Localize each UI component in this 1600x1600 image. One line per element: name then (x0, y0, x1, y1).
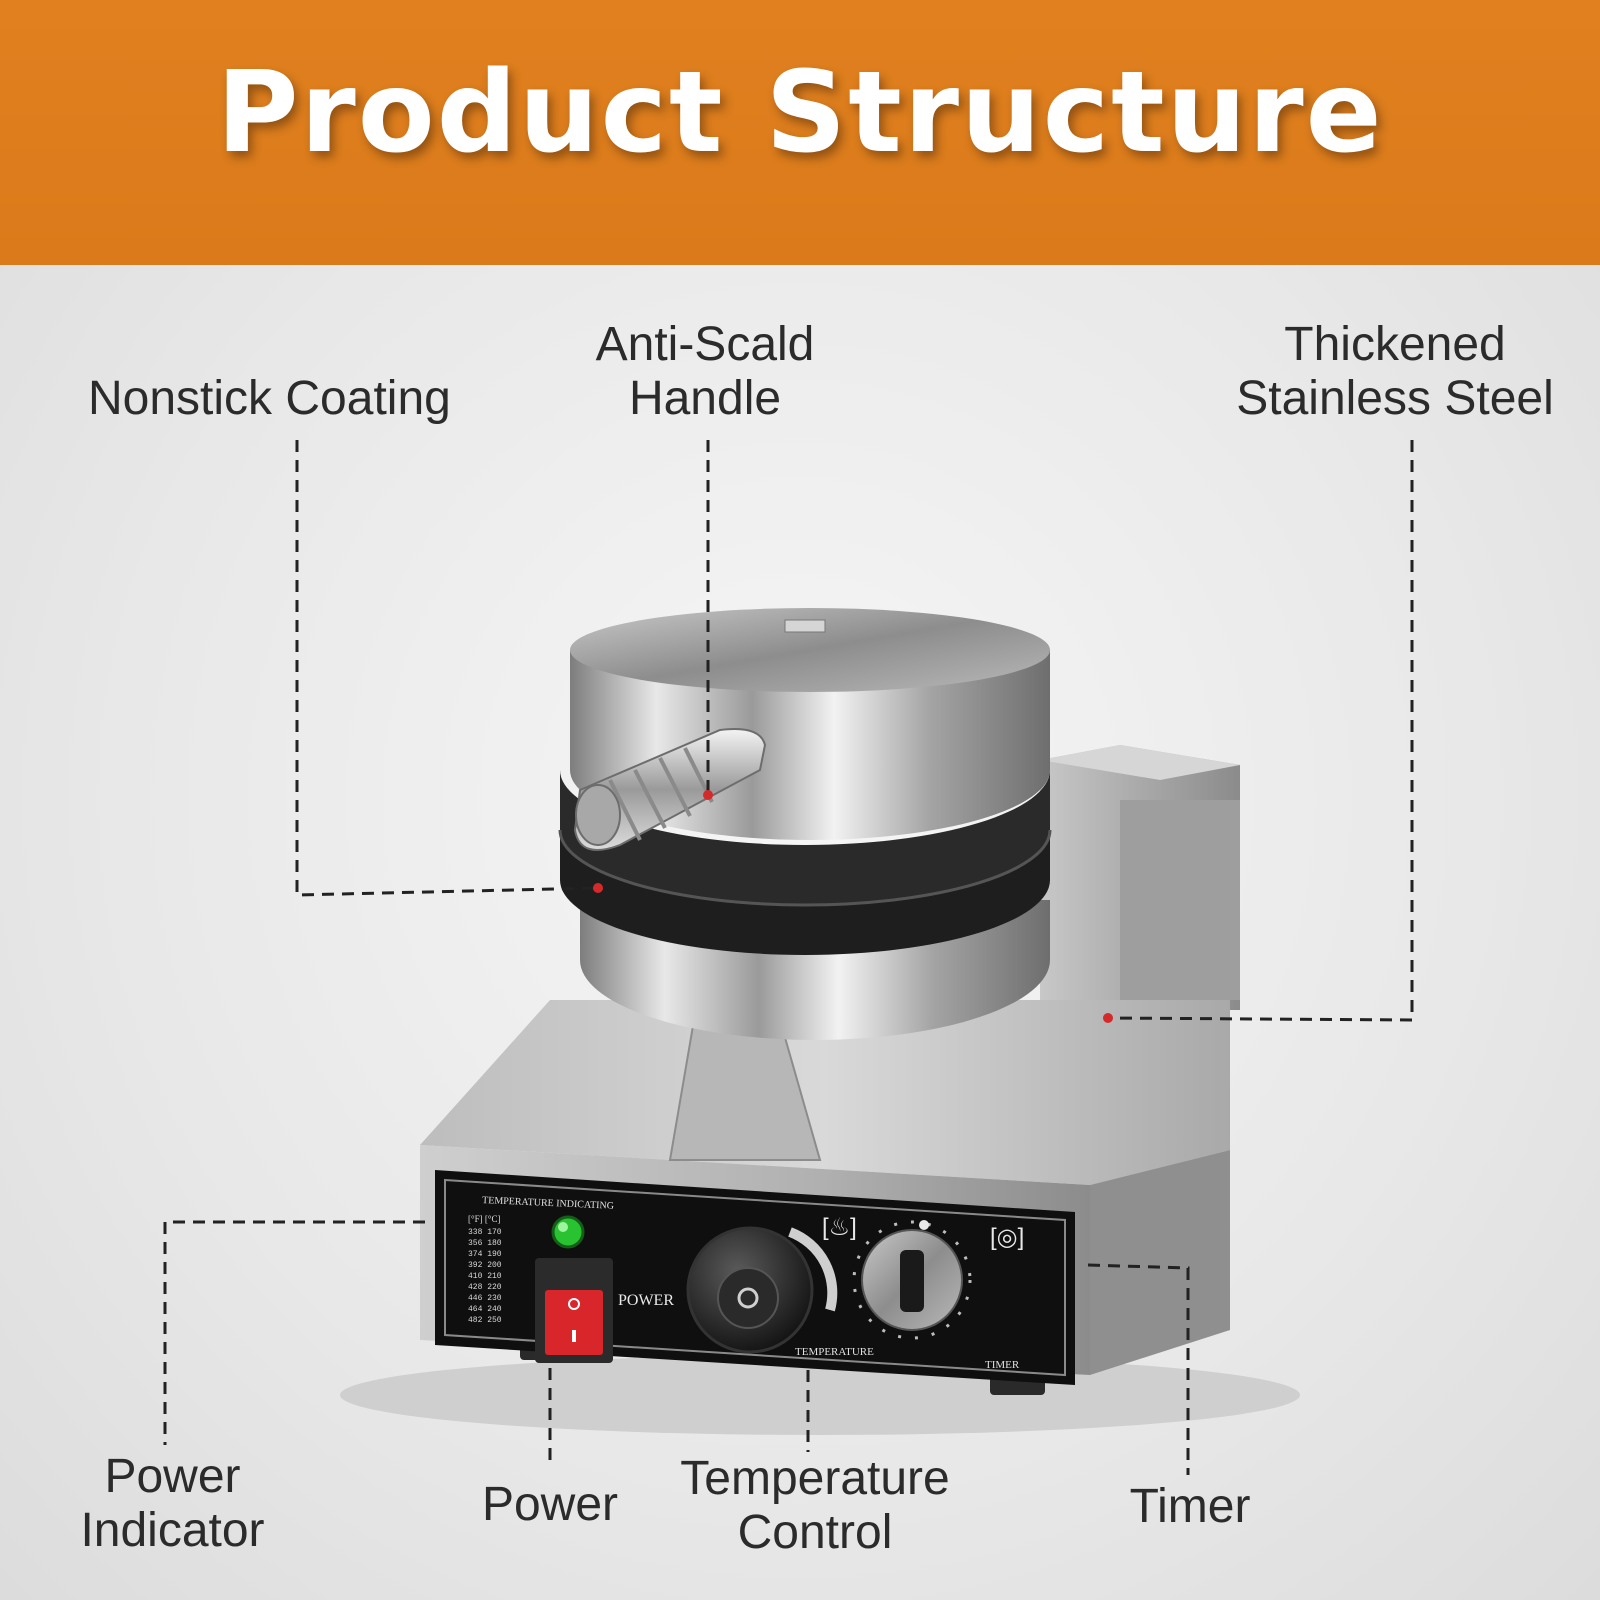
leader-steel (1107, 440, 1414, 1022)
label-thickened-steel: Thickened Stainless Steel (1236, 318, 1554, 425)
power-indicator-light (551, 1215, 585, 1249)
leader-power-indicator (163, 1220, 425, 1445)
temperature-table-row: 356 180 (468, 1239, 502, 1248)
label-nonstick-coating: Nonstick Coating (88, 372, 451, 425)
timer-icon: [◎] (990, 1224, 1024, 1251)
panel-units: [°F] [°C] (468, 1214, 500, 1224)
temperature-table-row: 482 250 (468, 1316, 502, 1325)
control-panel: TEMPERATURE INDICATING [°F] [°C] 338 170… (435, 1170, 1075, 1385)
callout-markers (593, 790, 1113, 1023)
leader-nonstick (295, 440, 599, 897)
side-housing (1040, 745, 1240, 1010)
temperature-table-row: 464 240 (468, 1305, 502, 1314)
temperature-table-row: 392 200 (468, 1261, 502, 1270)
label-power-indicator: Power Indicator (80, 1450, 265, 1557)
marker-nonstick (593, 883, 603, 893)
temperature-knob[interactable] (686, 1226, 838, 1354)
marker-steel (1103, 1013, 1113, 1023)
temperature-table-row: 410 210 (468, 1272, 502, 1281)
power-label: POWER (618, 1292, 674, 1309)
timer-label: TIMER (985, 1359, 1020, 1371)
leader-timer (1087, 1263, 1190, 1475)
temperature-label: TEMPERATURE (795, 1346, 874, 1358)
marker-handle (703, 790, 713, 800)
anti-scald-handle[interactable] (573, 728, 767, 851)
base-top (420, 1000, 1230, 1185)
label-temperature-control: Temperature Control (680, 1452, 950, 1559)
temperature-icon: [♨] (822, 1214, 857, 1241)
power-switch[interactable] (535, 1258, 613, 1363)
label-power: Power (481, 1478, 619, 1531)
temperature-table-row: 374 190 (468, 1250, 502, 1259)
base-right (1090, 1150, 1230, 1375)
title-banner: Product Structure (0, 0, 1600, 265)
temperature-table: 338 170 356 180 374 190 392 200 410 210 428 2… (468, 1228, 502, 1325)
label-timer: Timer (1129, 1480, 1251, 1533)
banner-title: Product Structure (216, 48, 1384, 178)
temperature-table-row: 338 170 (468, 1228, 502, 1237)
temperature-table-row: 428 220 (468, 1283, 502, 1292)
nonstick-band (558, 770, 1052, 955)
timer-knob[interactable] (852, 1220, 972, 1340)
label-anti-scald-handle: Anti-Scald Handle (595, 318, 815, 425)
temperature-table-row: 446 230 (468, 1294, 502, 1303)
callout-lines (163, 440, 1414, 1475)
